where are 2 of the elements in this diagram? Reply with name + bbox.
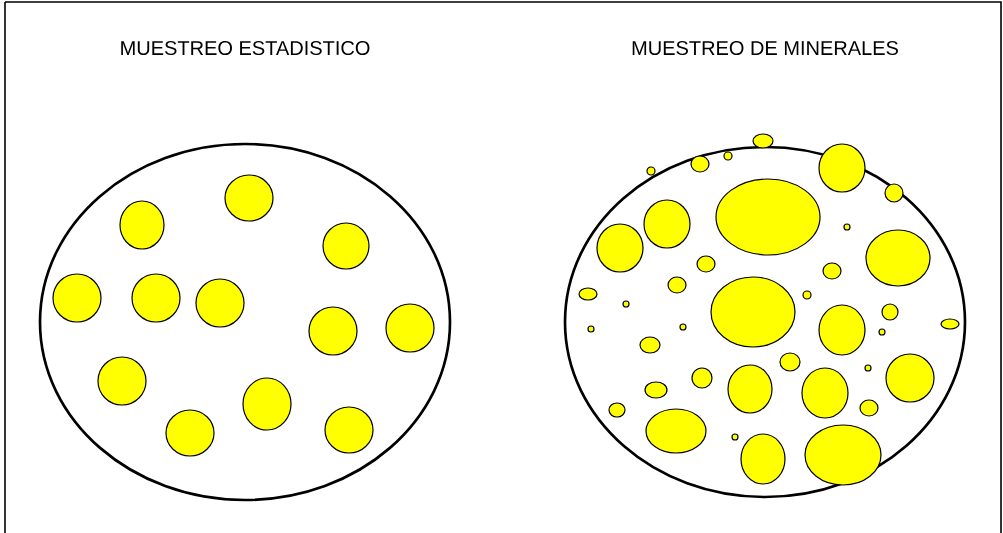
heading: MUESTREO ESTADISTICO bbox=[121, 40, 370, 56]
heading: MUESTREO DE MINERALES bbox=[632, 40, 898, 56]
